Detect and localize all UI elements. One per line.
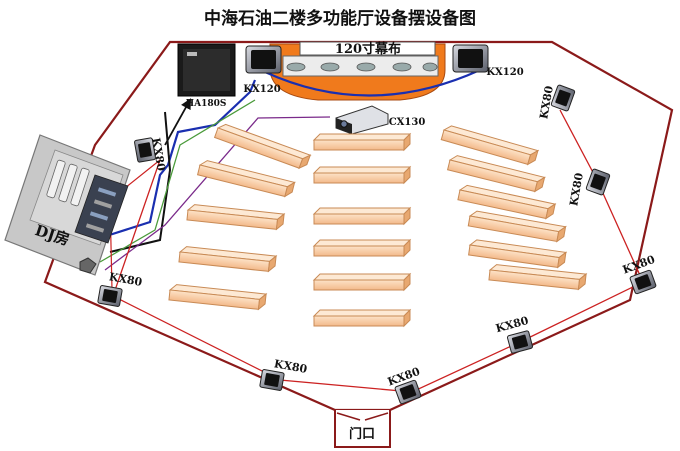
speaker-kx120-right-label: KX120 — [486, 67, 523, 78]
speaker-kx80[interactable]: KX80 — [621, 253, 657, 295]
microphone-rack-icon — [46, 159, 90, 207]
speaker-kx80-label: KX80 — [537, 84, 556, 119]
subwoofer-label: HA180S — [186, 99, 227, 109]
speaker-kx80[interactable]: KX80 — [567, 168, 611, 207]
speaker-kx120-left-label: KX120 — [243, 84, 280, 95]
cable-blue-arc — [264, 68, 481, 97]
table — [468, 239, 568, 269]
table — [186, 204, 286, 231]
door[interactable]: 门口 — [334, 410, 391, 448]
table — [168, 284, 268, 311]
table — [312, 165, 412, 185]
speaker-kx120-right[interactable]: KX120 — [452, 44, 524, 78]
stage-monitor-icons — [286, 62, 438, 72]
screen-label: 120寸幕布 — [335, 41, 401, 57]
projector-cx130[interactable]: CX130 — [335, 105, 426, 135]
speaker-kx80[interactable]: KX80 — [386, 365, 422, 405]
stage: 120寸幕布 — [269, 41, 446, 101]
speaker-kx80-label: KX80 — [567, 171, 586, 206]
equipment-rack-icon — [74, 174, 129, 244]
diagram-title: 中海石油二楼多功能厅设备摆设备图 — [204, 9, 476, 29]
speaker-kx80[interactable]: KX80 — [537, 84, 576, 120]
table — [312, 132, 412, 152]
table — [196, 160, 296, 198]
speaker-kx80[interactable]: KX80 — [494, 314, 534, 354]
table — [312, 206, 412, 226]
speaker-kx80[interactable]: KX80 — [259, 357, 309, 391]
speaker-kx80[interactable]: KX80 — [97, 270, 144, 307]
speaker-kx80-label: KX80 — [108, 270, 143, 289]
table — [457, 184, 557, 220]
dj-room-door-icon — [79, 257, 97, 274]
table — [440, 125, 540, 166]
speaker-kx80-label: KX80 — [149, 137, 168, 172]
subwoofer-ha180s[interactable]: HA180S — [177, 43, 236, 109]
table — [467, 210, 567, 243]
table — [213, 123, 312, 170]
table — [446, 155, 546, 193]
cable-green — [99, 99, 256, 263]
table — [178, 246, 278, 273]
speaker-kx80[interactable]: KX80 — [134, 137, 168, 172]
projector-label: CX130 — [389, 117, 426, 128]
speaker-kx80-label: KX80 — [273, 357, 308, 376]
table — [312, 308, 412, 328]
cable-red — [112, 109, 644, 393]
table — [312, 238, 412, 258]
table — [488, 264, 588, 291]
speaker-kx120-left[interactable]: KX120 — [243, 45, 282, 95]
subwoofer-arrow — [164, 98, 192, 146]
door-label: 门口 — [349, 426, 375, 442]
table — [312, 272, 412, 292]
cable-blue — [99, 79, 257, 240]
projection-screen — [299, 41, 436, 56]
dj-room[interactable]: DJ房 — [4, 134, 131, 276]
seating-tables — [168, 123, 588, 328]
